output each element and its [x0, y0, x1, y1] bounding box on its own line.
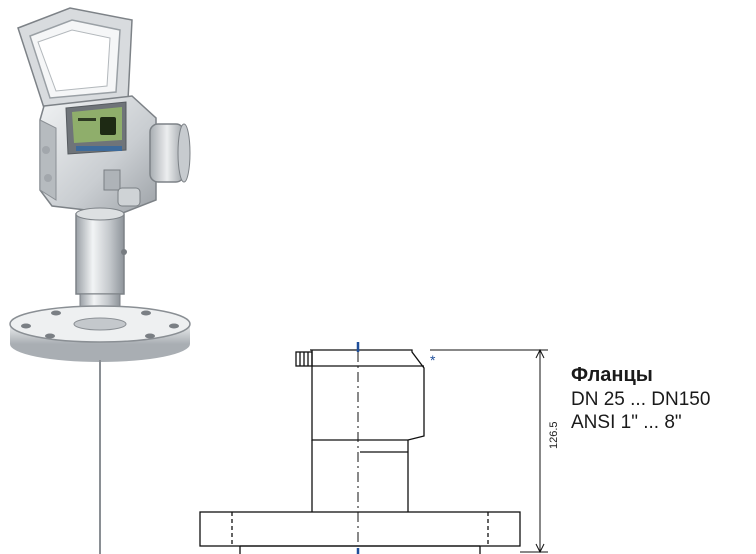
device-shaft [75, 207, 127, 325]
label-ansi-range: ANSI 1" ... 8" [571, 412, 682, 433]
device-flange [9, 305, 191, 362]
display-window [65, 101, 127, 155]
drawing-upper-body [310, 349, 425, 441]
label-dn-range: DN 25 ... DN150 [571, 389, 711, 410]
dimension-value: 126.5 [548, 421, 560, 449]
marker-star: * [430, 352, 436, 368]
drawing-flange [199, 511, 521, 547]
side-cap [149, 123, 191, 183]
drawing-neck [311, 440, 409, 512]
flange-label-block: Фланцы DN 25 ... DN150 ANSI 1" ... 8" [571, 362, 710, 434]
cable-gland [103, 169, 141, 207]
label-title: Фланцы [571, 364, 653, 386]
housing-lid [17, 7, 133, 109]
